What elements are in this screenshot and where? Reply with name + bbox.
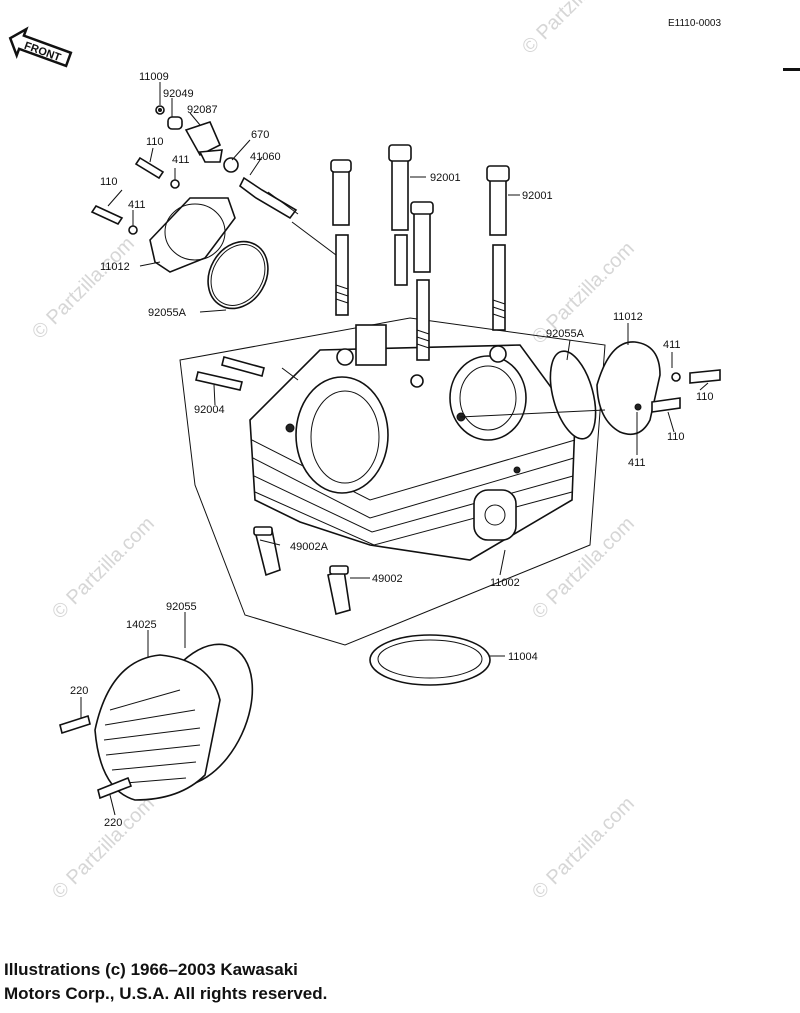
part-label: 11004 bbox=[508, 651, 538, 663]
front-arrow-icon: FRONT bbox=[8, 26, 73, 68]
part-labels: 11009 92049 92087 670 41060 110 411 110 … bbox=[70, 71, 714, 829]
part-label: 11002 bbox=[490, 577, 520, 589]
part-label: 92055A bbox=[148, 307, 187, 319]
part-label: 11009 bbox=[139, 71, 169, 83]
part-label: 411 bbox=[172, 154, 190, 166]
watermark: © Partzilla.com bbox=[28, 233, 139, 344]
part-label: 92001 bbox=[430, 172, 461, 184]
part-label: 49002A bbox=[290, 541, 329, 553]
part-label: 11012 bbox=[100, 261, 130, 273]
watermark: © Partzilla.com bbox=[48, 513, 159, 624]
part-label: 92004 bbox=[194, 404, 225, 416]
part-label: 220 bbox=[104, 817, 122, 829]
watermark: © Partzilla.com bbox=[518, 0, 629, 59]
part-label: 670 bbox=[251, 129, 269, 141]
part-label: 110 bbox=[696, 391, 714, 403]
part-label: 92055A bbox=[546, 328, 585, 340]
part-label: 411 bbox=[663, 339, 681, 351]
part-label: 411 bbox=[628, 457, 646, 469]
part-label: 49002 bbox=[372, 573, 403, 585]
watermark: © Partzilla.com bbox=[528, 793, 639, 904]
part-label: 411 bbox=[128, 199, 146, 211]
part-label: 11012 bbox=[613, 311, 643, 323]
studs-92004 bbox=[195, 356, 265, 391]
valve-cover-14025 bbox=[59, 643, 254, 801]
valve-guides-49002 bbox=[253, 526, 351, 616]
part-label: 41060 bbox=[250, 151, 281, 163]
side-cover-11012 bbox=[549, 341, 721, 440]
part-label: 110 bbox=[146, 136, 164, 148]
part-label: 110 bbox=[100, 176, 118, 188]
part-label: 92001 bbox=[522, 190, 553, 202]
part-label: 14025 bbox=[126, 619, 157, 631]
diagram-code: E1110-0003 bbox=[668, 18, 722, 29]
head-gasket-11004 bbox=[369, 634, 491, 686]
leader-lines bbox=[80, 82, 709, 816]
watermark: © Partzilla.com bbox=[48, 793, 159, 904]
page-edge-marks bbox=[783, 68, 800, 71]
tachometer-drive-parts bbox=[90, 105, 299, 310]
head-bolts-92001 bbox=[330, 144, 510, 361]
part-label: 110 bbox=[667, 431, 685, 443]
part-label: 92049 bbox=[163, 88, 194, 100]
cylinder-head-part bbox=[179, 317, 606, 646]
part-label: 92055 bbox=[166, 601, 197, 613]
watermark: © Partzilla.com bbox=[528, 513, 639, 624]
copyright-line: Motors Corp., U.S.A. All rights reserved… bbox=[4, 984, 328, 1003]
copyright-notice: Illustrations (c) 1966–2003 Kawasaki Mot… bbox=[4, 958, 327, 1006]
copyright-line: Illustrations (c) 1966–2003 Kawasaki bbox=[4, 960, 298, 979]
part-label: 92087 bbox=[187, 104, 218, 116]
part-label: 220 bbox=[70, 685, 88, 697]
